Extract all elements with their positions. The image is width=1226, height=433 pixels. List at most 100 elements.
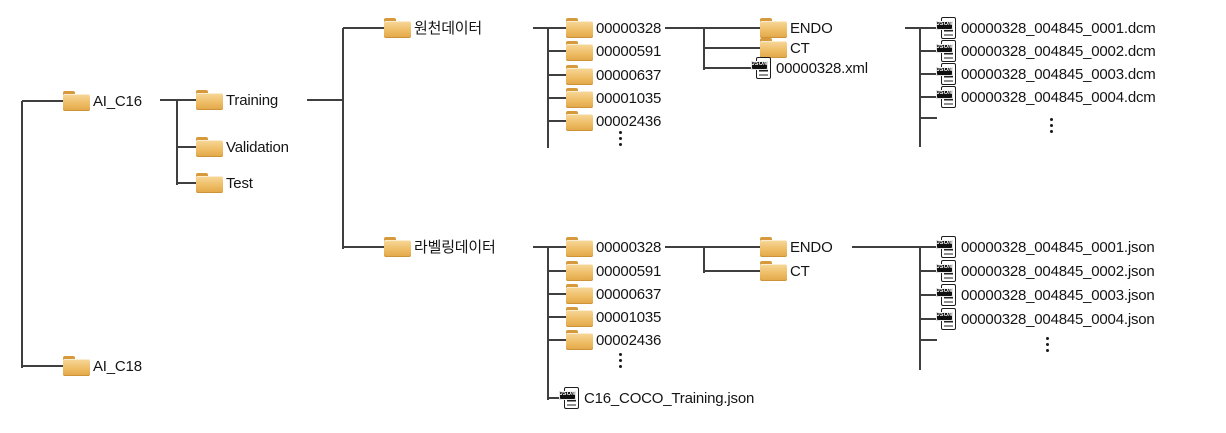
file-type-badge: JSON	[936, 66, 953, 76]
folder-body-shape	[760, 41, 787, 58]
tree-connector-line	[919, 28, 921, 147]
folder-icon	[566, 88, 593, 108]
file-icon: JSON	[936, 39, 958, 64]
tree-connector-line	[920, 73, 937, 75]
folder-body-shape	[196, 93, 223, 110]
folder-body-shape	[566, 68, 593, 85]
file-node-json-4: JSON 00000328_004845_0004.json	[936, 307, 1155, 332]
folder-node-ai-c18: AI_C18	[63, 356, 142, 376]
tree-connector-line	[342, 28, 344, 249]
folder-label: 00002436	[596, 112, 662, 130]
tree-connector-line	[920, 270, 937, 272]
folder-node-src-ct: CT	[760, 38, 810, 58]
tree-connector-line	[704, 270, 760, 272]
folder-body-shape	[566, 21, 593, 38]
file-type-badge: JSON	[936, 20, 953, 30]
file-type-badge: JSON	[936, 311, 953, 321]
file-icon: JSON	[936, 16, 958, 41]
file-icon: JSON	[936, 307, 958, 332]
folder-body-shape	[384, 21, 411, 38]
tree-connector-line	[703, 28, 705, 70]
file-icon: JSON	[936, 259, 958, 284]
folder-icon	[566, 237, 593, 257]
folder-icon	[384, 237, 411, 257]
tree-connector-line	[548, 339, 566, 341]
tree-connector-line	[160, 99, 196, 101]
folder-label: 00000591	[596, 262, 662, 280]
tree-connector-line	[307, 99, 343, 101]
tree-connector-line	[852, 246, 937, 248]
folder-label: ENDO	[790, 19, 833, 37]
folder-body-shape	[196, 176, 223, 193]
folder-icon	[566, 65, 593, 85]
folder-label: 00000591	[596, 42, 662, 60]
file-label: 00000328_004845_0004.json	[961, 310, 1155, 328]
tree-connector-line	[343, 246, 384, 248]
file-icon: JSON	[751, 56, 773, 81]
folder-node-src-00002436: 00002436	[566, 111, 661, 131]
tree-connector-line	[920, 294, 937, 296]
tree-connector-line	[21, 101, 23, 368]
folder-body-shape	[566, 287, 593, 304]
tree-connector-line	[343, 27, 384, 29]
folder-body-shape	[566, 240, 593, 257]
tree-connector-line	[548, 74, 566, 76]
folder-node-validation: Validation	[196, 137, 289, 157]
folder-body-shape	[760, 240, 787, 257]
tree-connector-line	[920, 339, 937, 341]
folder-body-shape	[760, 21, 787, 38]
folder-label: 00002436	[596, 331, 662, 349]
folder-node-labeling-data: 라벨링데이터	[384, 237, 496, 257]
file-type-badge: JSON	[936, 89, 953, 99]
folder-icon	[566, 330, 593, 350]
folder-label: CT	[790, 262, 810, 280]
tree-connector-line	[177, 182, 196, 184]
file-icon: JSON	[936, 85, 958, 110]
folder-body-shape	[196, 140, 223, 157]
tree-connector-line	[920, 318, 937, 320]
folder-icon	[384, 18, 411, 38]
folder-node-lbl-00000637: 00000637	[566, 284, 661, 304]
tree-connector-line	[548, 293, 566, 295]
file-type-badge: JSON	[936, 287, 953, 297]
folder-node-src-00000591: 00000591	[566, 41, 661, 61]
tree-connector-line	[703, 247, 705, 273]
tree-connector-line	[547, 28, 549, 148]
tree-connector-line	[548, 270, 566, 272]
folder-icon	[760, 38, 787, 58]
folder-icon	[760, 237, 787, 257]
folder-label: 00000637	[596, 66, 662, 84]
folder-icon	[63, 91, 90, 111]
folder-icon	[196, 173, 223, 193]
folder-icon	[196, 90, 223, 110]
ellipsis-more-items	[1046, 337, 1050, 353]
tree-connector-line	[919, 247, 921, 370]
file-type-badge: JSON	[751, 60, 768, 70]
folder-body-shape	[566, 44, 593, 61]
tree-connector-line	[704, 67, 752, 69]
folder-label: 00000328	[596, 238, 662, 256]
tree-connector-line	[533, 246, 566, 248]
folder-icon	[566, 41, 593, 61]
tree-connector-line	[548, 97, 566, 99]
file-label: C16_COCO_Training.json	[584, 389, 755, 407]
file-label: 00000328_004845_0001.json	[961, 238, 1155, 256]
folder-icon	[566, 284, 593, 304]
folder-node-lbl-00000591: 00000591	[566, 261, 661, 281]
folder-body-shape	[384, 240, 411, 257]
folder-label: AI_C18	[93, 357, 142, 375]
file-icon: JSON	[936, 235, 958, 260]
folder-label: 00000328	[596, 19, 662, 37]
tree-connector-line	[920, 117, 937, 119]
tree-connector-line	[548, 120, 566, 122]
folder-node-lbl-endo: ENDO	[760, 237, 833, 257]
folder-body-shape	[566, 333, 593, 350]
folder-node-training: Training	[196, 90, 278, 110]
folder-node-lbl-00000328: 00000328	[566, 237, 661, 257]
file-icon: JSON	[936, 62, 958, 87]
